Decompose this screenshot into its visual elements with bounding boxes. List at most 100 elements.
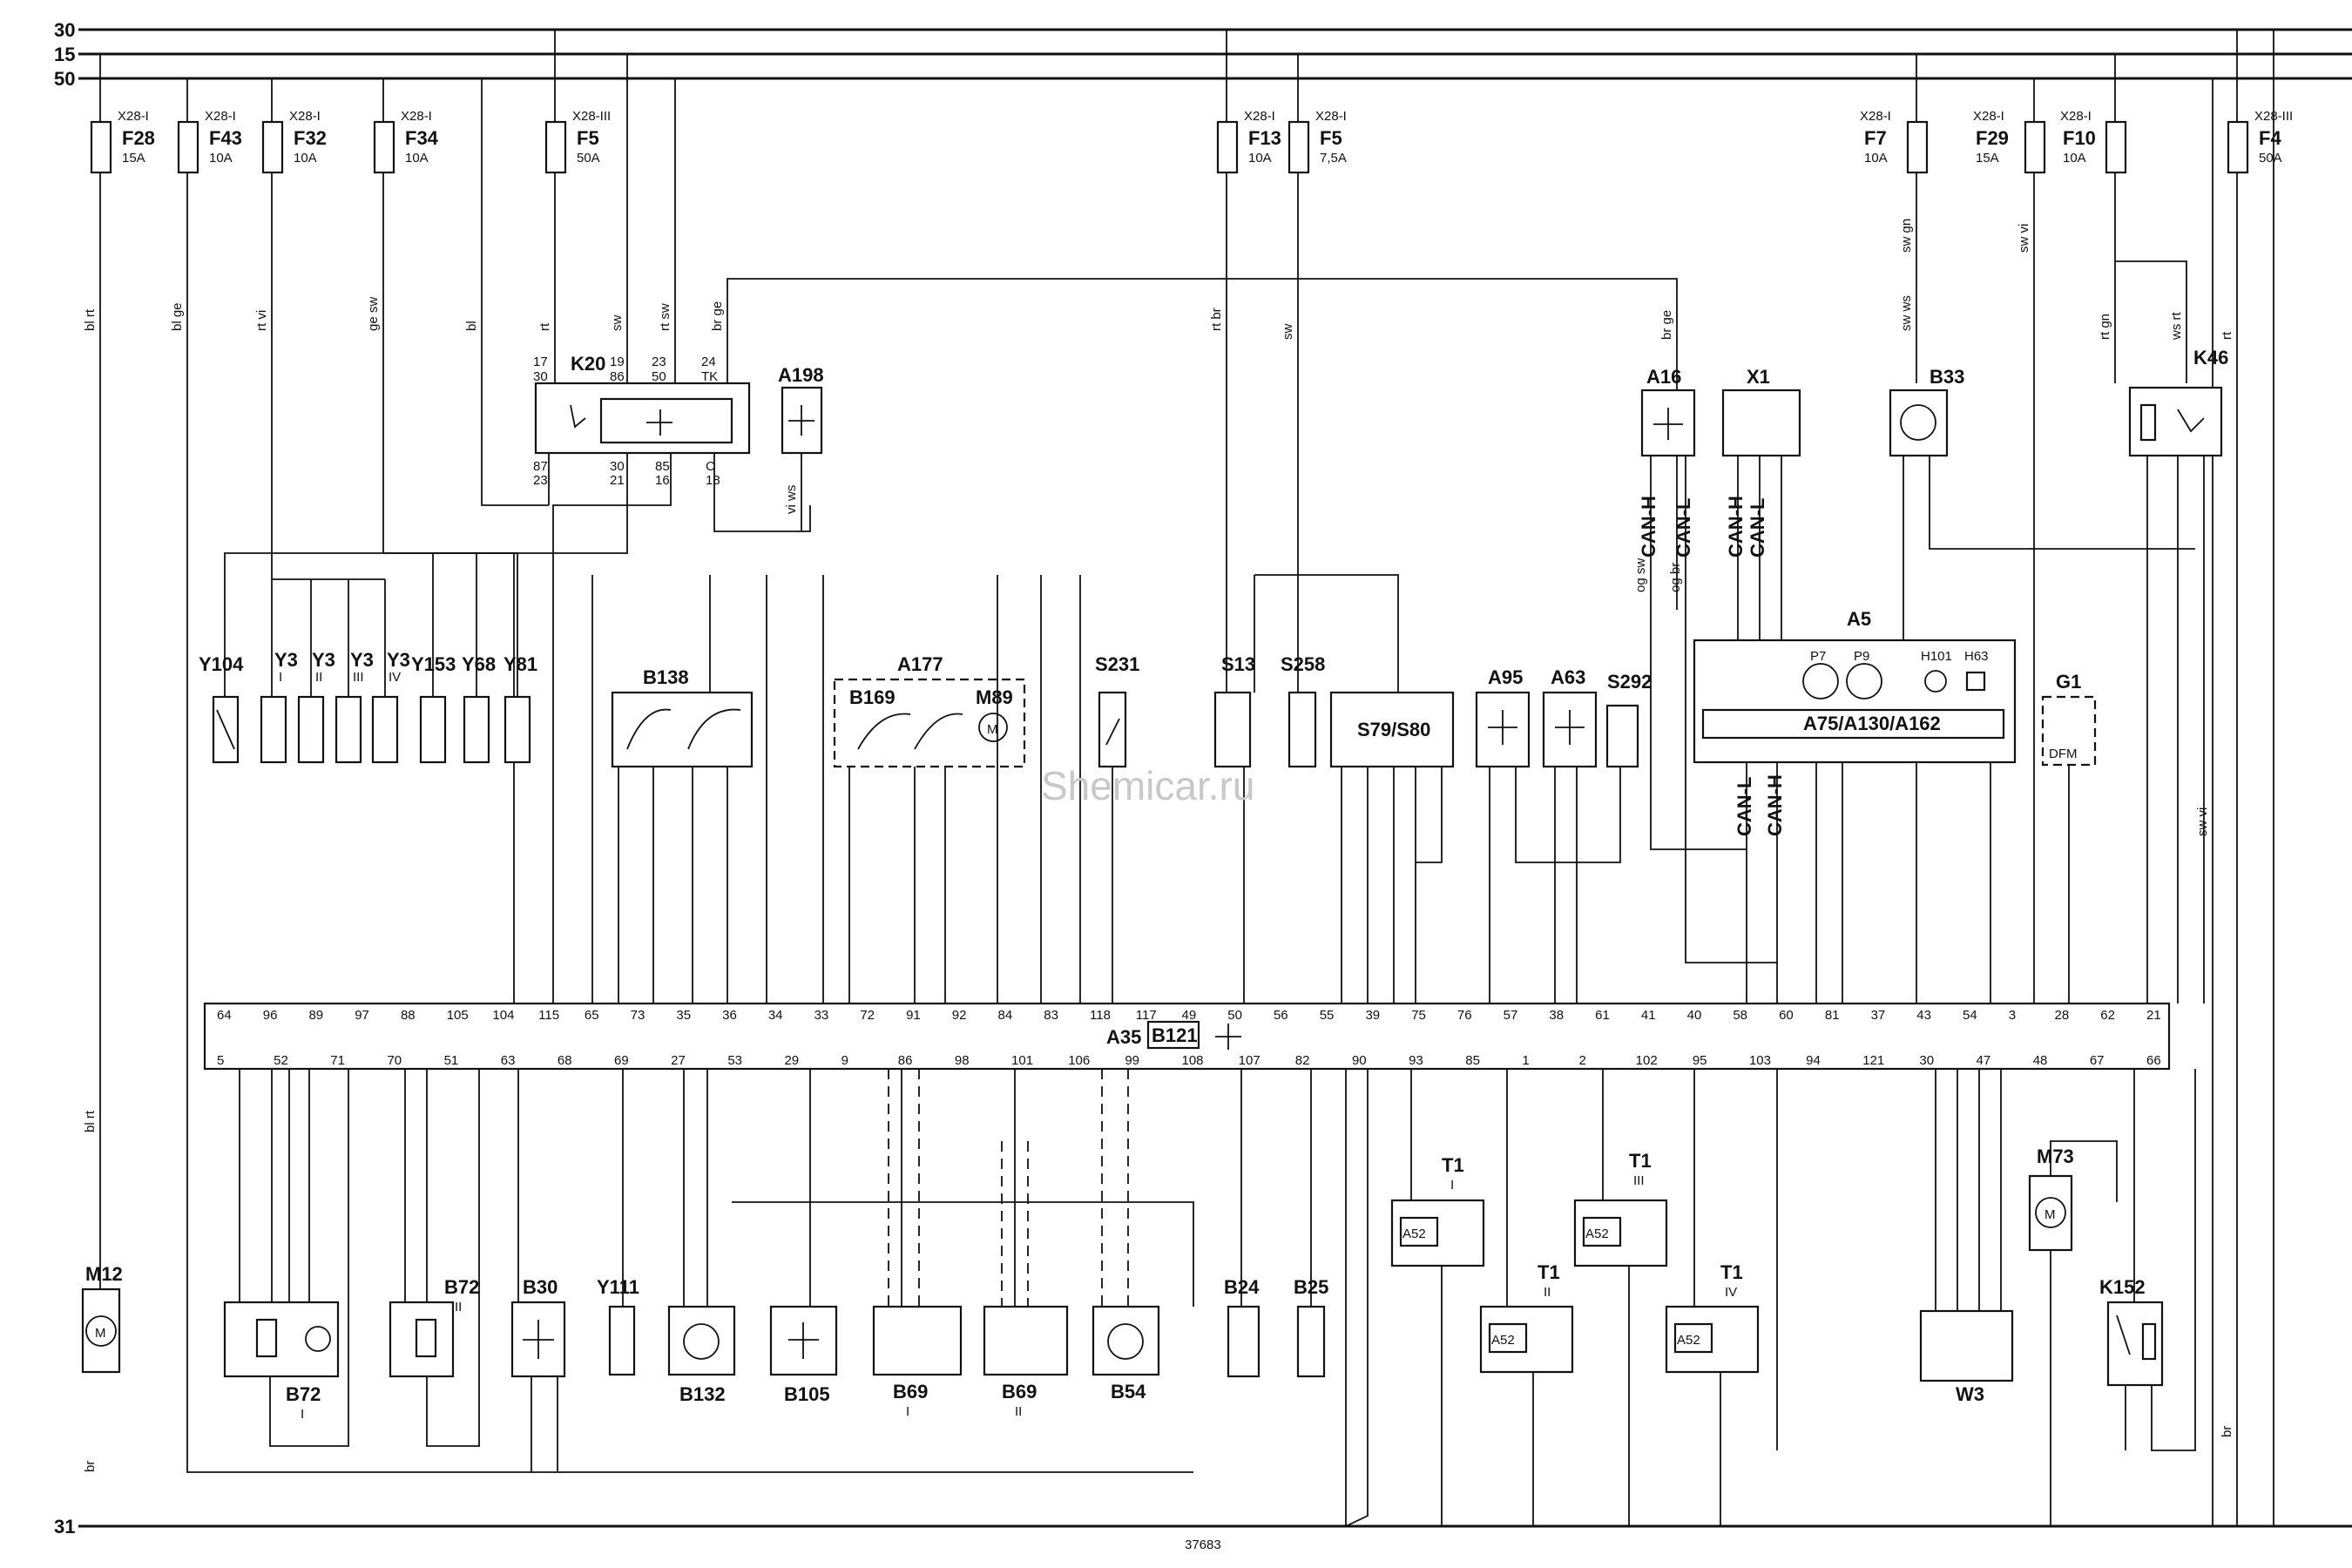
switch-s13: S13	[1213, 610, 1255, 1004]
ecu-pin-number: 52	[274, 1053, 288, 1068]
fuse-connector: X28-I	[118, 109, 149, 124]
wire-label: sw	[610, 315, 625, 332]
pin-label: 87	[533, 459, 548, 474]
fuse-rating: 50A	[577, 151, 600, 166]
harness-w3: W3	[1919, 1069, 2014, 1405]
y3-index: IV	[389, 670, 401, 685]
fuse-row: X28-I F28 15A X28-I F43 10A X28-I F32 10…	[90, 30, 2293, 174]
a63-label: A63	[1551, 666, 1585, 688]
sensor-b72-ii: B72 II	[389, 1069, 480, 1447]
fuse-rating: 15A	[122, 151, 145, 166]
w3-label: W3	[1956, 1383, 1984, 1405]
ecu-pin-number: 55	[1320, 1008, 1335, 1023]
a95-label: A95	[1488, 666, 1523, 688]
ecu-pin-number: 69	[614, 1053, 629, 1068]
y111-label: Y111	[597, 1276, 639, 1298]
motor-glyph: M	[2044, 1207, 2056, 1222]
ecu-pin-number: 63	[501, 1053, 516, 1068]
ecu-pin-number: 90	[1352, 1053, 1367, 1068]
wire-label: ge sw	[366, 297, 381, 331]
ecu-pin-number: 98	[955, 1053, 970, 1068]
fuse-rating: 15A	[1976, 151, 1999, 166]
pin-label: 24	[701, 355, 716, 369]
pin-label: 50	[652, 369, 666, 384]
switch-s231: S231	[1040, 575, 1139, 1004]
wire-label: rt	[537, 322, 552, 331]
ecu-pin-number: 70	[387, 1053, 402, 1068]
switch-s292: S292	[1605, 671, 1652, 768]
a52-label: A52	[1677, 1333, 1700, 1348]
ecu-pin-number: 115	[538, 1008, 559, 1023]
fuse-connector: X28-I	[1244, 109, 1275, 124]
fuse-name: F13	[1248, 127, 1281, 149]
wire-label: og br	[1668, 563, 1683, 592]
wire-label: rt gn	[2098, 314, 2112, 340]
sensor-b30: B30	[510, 1069, 566, 1472]
can-h-label: CAN-H	[1764, 774, 1786, 836]
b72-index: I	[301, 1407, 304, 1422]
pin-label: 19	[610, 355, 625, 369]
motor-m12: M M12	[81, 1263, 123, 1374]
ecu-pin-number: 104	[492, 1008, 514, 1023]
fuse-f7: X28-I F7 10A	[1860, 54, 1929, 174]
valve-y104: Y104	[199, 610, 244, 764]
ecu-pin-number: 101	[1011, 1053, 1033, 1068]
ecu-pin-number: 103	[1749, 1053, 1771, 1068]
ecu-pin-number: 36	[722, 1008, 737, 1023]
relay-k20: K20 17 30 19 86 23 50 24 TK 87 23 30 21 …	[224, 278, 1678, 1004]
ecu-pin-number: 28	[2055, 1008, 2070, 1023]
ignition-coils: A52 T1 I A52 T1 II A52 T1 III A5	[1390, 1069, 1778, 1526]
ecu-pin-number: 65	[585, 1008, 599, 1023]
fuse-name: F29	[1976, 127, 2009, 149]
fuse-f4: X28-III F4 50A	[2227, 30, 2293, 174]
sensor-b25: B25	[1294, 1069, 1328, 1378]
sensor-b72-i: B72 I	[223, 1069, 349, 1447]
ecu-pin-number: 66	[2146, 1053, 2161, 1068]
ecu-pin-number: 35	[676, 1008, 691, 1023]
module-a63: A63	[1542, 666, 1598, 1004]
t1-label: T1	[1538, 1261, 1560, 1283]
wire-label: rt	[2220, 331, 2234, 340]
sensor-b138: B138	[591, 575, 767, 1004]
wire-label: bl rt	[83, 1110, 98, 1132]
fuse-connector: X28-I	[1860, 109, 1891, 124]
y81-label: Y81	[504, 653, 537, 675]
ecu-pin-number: 93	[1409, 1053, 1423, 1068]
m12-label: M12	[85, 1263, 123, 1285]
dfm-label: DFM	[2049, 747, 2078, 761]
rail-31-label: 31	[54, 1516, 75, 1538]
ecu-pin-number: 108	[1182, 1053, 1204, 1068]
a177-label: A177	[897, 653, 943, 675]
a5-label: A5	[1847, 608, 1871, 630]
can-h-label: CAN-H	[1638, 496, 1659, 558]
ecu-pin-number: 48	[2033, 1053, 2048, 1068]
ecu-pin-number: 76	[1457, 1008, 1472, 1023]
ecu-a35: A35 B121	[203, 1002, 2171, 1071]
wire-label: sw vi	[2017, 224, 2031, 253]
a35-label: A35	[1106, 1026, 1141, 1048]
t1-index: I	[1450, 1178, 1454, 1193]
b72-label: B72	[286, 1383, 321, 1405]
fuse-f32: X28-I F32 10A	[261, 78, 327, 174]
motor-m73: M M73	[2028, 1140, 2118, 1526]
x1-label: X1	[1747, 366, 1770, 388]
s258-label: S258	[1281, 653, 1325, 675]
wire-label: bl rt	[83, 308, 98, 331]
ecu-pin-number: 33	[814, 1008, 829, 1023]
ecu-pin-number: 83	[1044, 1008, 1058, 1023]
pin-label: TK	[701, 369, 718, 384]
sensor-b132: B132	[667, 1069, 1194, 1405]
fuse-rating: 7,5A	[1320, 151, 1347, 166]
ecu-pin-number: 67	[2090, 1053, 2105, 1068]
ecu-pin-number: 102	[1636, 1053, 1658, 1068]
sensor-b69-ii: B69 II	[983, 1069, 1069, 1419]
t1-index: IV	[1725, 1285, 1737, 1300]
g1-label: G1	[2056, 671, 2081, 693]
k152-label: K152	[2099, 1276, 2146, 1298]
ecu-pin-number: 72	[860, 1008, 875, 1023]
pin-label: 86	[610, 369, 625, 384]
module-a95: A95	[1475, 666, 1621, 1004]
a16-label: A16	[1646, 366, 1681, 388]
